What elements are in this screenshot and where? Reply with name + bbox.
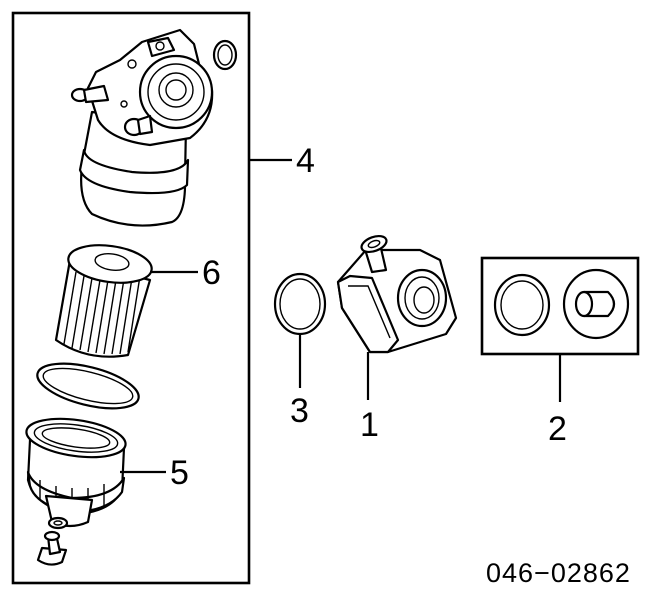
plug-part-2 xyxy=(562,268,630,340)
filter-cap-gasket xyxy=(36,362,140,410)
callout-3: 3 xyxy=(290,392,309,430)
filter-cap xyxy=(25,417,127,528)
callout-5: 5 xyxy=(170,454,189,492)
assembly-frame xyxy=(11,11,251,585)
oil-cooler-adapter-part-1 xyxy=(336,234,458,354)
seal-ring-part-2 xyxy=(493,273,551,337)
callout-6: 6 xyxy=(202,254,221,292)
filter-element xyxy=(54,244,153,358)
callout-2: 2 xyxy=(548,410,567,448)
o-ring-part-3 xyxy=(273,272,327,336)
catalog-number: 046−02862 xyxy=(486,558,631,588)
callout-1: 1 xyxy=(360,406,379,444)
drain-washer xyxy=(47,516,69,530)
filter-housing xyxy=(70,28,214,227)
callout-4: 4 xyxy=(296,142,315,180)
drain-plug xyxy=(36,530,68,566)
